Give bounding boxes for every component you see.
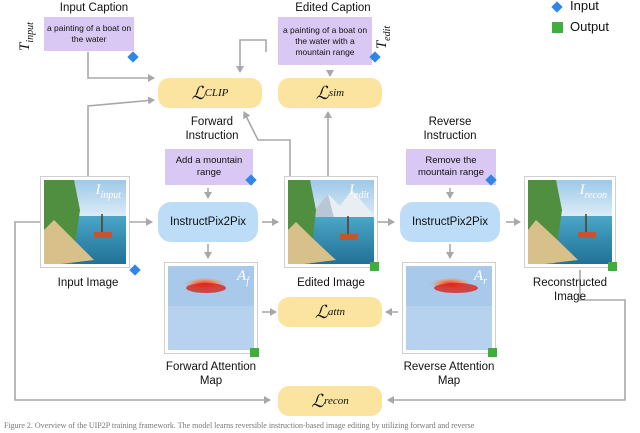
forward-attention-output-icon (250, 348, 259, 357)
reverse-attention-output-icon (488, 348, 497, 357)
forward-attention-heatmap (168, 266, 254, 350)
legend-output-square-icon (552, 22, 563, 33)
reverse-attention-map: Ar (402, 262, 496, 354)
figure-caption: Figure 2. Overview of the UIP2P training… (4, 421, 475, 430)
edited-image: Iedit (284, 176, 378, 268)
reconstructed-image-label: Reconstructed Image (532, 277, 608, 303)
reverse-attention-label: Reverse Attention Map (403, 361, 495, 387)
edited-image-output-icon (370, 262, 379, 271)
forward-instructpix2pix-model: InstructPix2Pix (158, 202, 258, 242)
legend-input-label: Input (570, 0, 599, 13)
input-image-label: Input Image (57, 277, 119, 289)
forward-attention-label: Forward Attention Map (165, 361, 257, 387)
input-image-painting (44, 180, 126, 264)
edited-image-symbol: Iedit (349, 182, 369, 201)
forward-instruction-title: Forward Instruction (185, 116, 239, 142)
reconstructed-image-output-icon (608, 262, 617, 271)
edited-caption-title: Edited Caption (295, 2, 371, 14)
reconstructed-image-painting (528, 180, 612, 264)
input-image: Iinput (40, 176, 130, 268)
forward-instruction-box: Add a mountain range (165, 149, 253, 185)
input-caption-title: Input Caption (59, 2, 129, 14)
forward-attention-symbol: Af (237, 268, 249, 287)
reverse-attention-heatmap (406, 266, 492, 350)
edited-image-painting (288, 180, 374, 264)
reverse-instructpix2pix-model: InstructPix2Pix (400, 202, 500, 242)
forward-instruction-text: Add a mountain range (175, 155, 243, 178)
edited-caption-text: a painting of a boat on the water with a… (282, 24, 368, 57)
reverse-instruction-text: Remove the mountain range (417, 155, 485, 178)
edited-caption-box: a painting of a boat on the water with a… (278, 17, 372, 65)
t-edit-symbol: Tedit (374, 25, 394, 50)
input-image-symbol: Iinput (95, 182, 121, 201)
input-caption-text: a painting of a boat on the water (46, 23, 132, 44)
t-input-symbol: Tinput (16, 22, 36, 51)
reverse-instruction-box: Remove the mountain range (406, 149, 496, 185)
edited-image-label: Edited Image (297, 277, 365, 289)
reverse-instruction-title: Reverse Instruction (423, 116, 477, 142)
reverse-attention-symbol: Ar (473, 268, 487, 287)
reconstructed-image: Irecon (524, 176, 616, 268)
reconstructed-image-symbol: Irecon (579, 182, 607, 201)
input-caption-box: a painting of a boat on the water (44, 17, 134, 51)
legend-output-label: Output (570, 19, 610, 34)
forward-attention-map: Af (164, 262, 258, 354)
